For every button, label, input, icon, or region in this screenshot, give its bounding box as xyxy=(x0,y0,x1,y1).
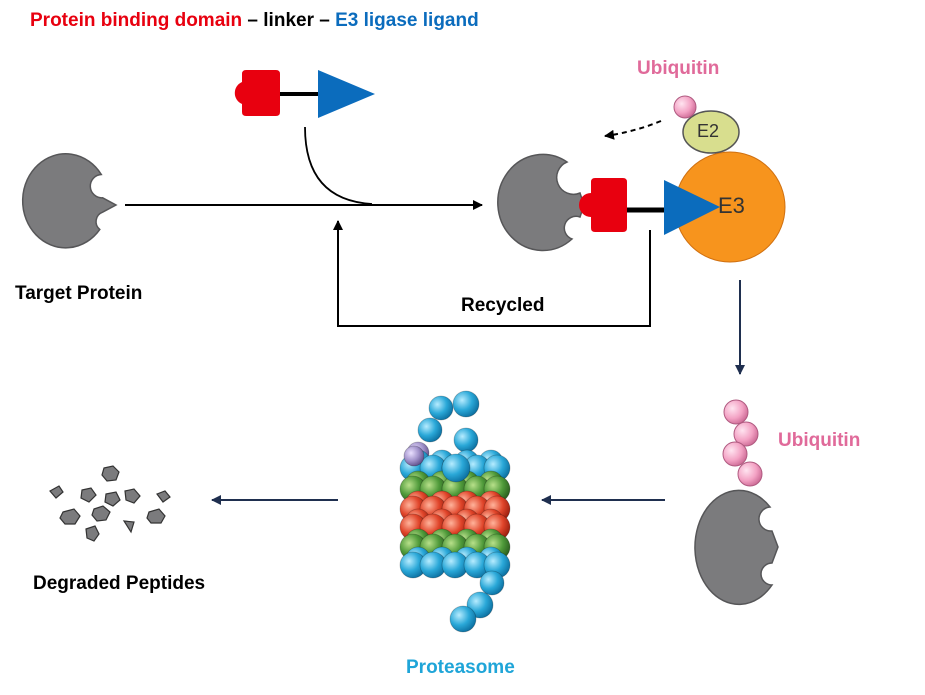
ubiquitin-chain-ball xyxy=(737,461,763,487)
ubiquitin-chain-ball xyxy=(722,441,748,467)
complex-binding-domain xyxy=(579,178,627,232)
free-protac-molecule xyxy=(234,70,375,118)
recycled-label: Recycled xyxy=(461,295,545,316)
peptide-fragment xyxy=(124,488,141,504)
diagram-title: Protein binding domain – linker – E3 lig… xyxy=(30,10,479,32)
e3-label: E3 xyxy=(718,193,745,218)
complex-protein-shape xyxy=(497,153,585,252)
peptide-fragment xyxy=(59,508,81,525)
target-protein-shape xyxy=(21,153,118,249)
proteasome-subunit xyxy=(449,605,477,633)
ubiquitin-top-label: Ubiquitin xyxy=(637,58,720,79)
proteasome-subunit xyxy=(417,417,443,443)
title-linker: – linker – xyxy=(242,10,336,31)
ubiquitin-right-label: Ubiquitin xyxy=(778,430,861,451)
proteasome-subunit xyxy=(428,395,454,421)
peptide-fragment xyxy=(85,525,100,542)
binding-domain-shape xyxy=(234,70,280,116)
peptide-fragment xyxy=(104,491,121,507)
proteasome-subunit xyxy=(441,453,471,483)
ubiquitin-chain-ball xyxy=(733,421,759,447)
e3-ligand-triangle xyxy=(318,70,375,118)
ubiquitin-chain-ball xyxy=(723,399,749,425)
complex-e3-ligand xyxy=(664,180,720,235)
peptide-fragment xyxy=(122,520,135,534)
proteasome-subunit xyxy=(403,445,425,467)
proteasome-label: Proteasome xyxy=(406,657,515,678)
degraded-peptides xyxy=(49,465,171,542)
protac-entry-curve xyxy=(304,126,373,205)
e2-label: E2 xyxy=(697,121,720,141)
peptide-fragment xyxy=(49,485,64,499)
peptide-fragment xyxy=(156,490,171,503)
peptide-fragment xyxy=(101,465,120,482)
recycled-loop-arrow xyxy=(333,220,651,327)
tagged-protein-shape xyxy=(694,489,779,606)
target-protein-label: Target Protein xyxy=(15,283,143,304)
degraded-peptides-label: Degraded Peptides xyxy=(33,573,206,594)
title-e3-ligand: E3 ligase ligand xyxy=(335,10,479,31)
ternary-complex xyxy=(497,95,786,263)
peptide-fragment xyxy=(91,505,111,522)
peptide-fragment xyxy=(146,508,166,524)
e2-enzyme-ellipse xyxy=(682,110,740,154)
ubiquitinated-protein xyxy=(694,399,779,606)
peptide-fragment xyxy=(80,487,97,503)
proteasome-subunit xyxy=(453,427,479,453)
ubiquitin-ball-top xyxy=(673,95,697,119)
proteasome-subunit xyxy=(479,570,505,596)
proteasome-illustration xyxy=(399,390,511,633)
ubiquitin-transfer-arrow xyxy=(604,120,662,140)
proteasome-subunit xyxy=(452,390,480,418)
title-binding-domain: Protein binding domain xyxy=(30,10,243,31)
